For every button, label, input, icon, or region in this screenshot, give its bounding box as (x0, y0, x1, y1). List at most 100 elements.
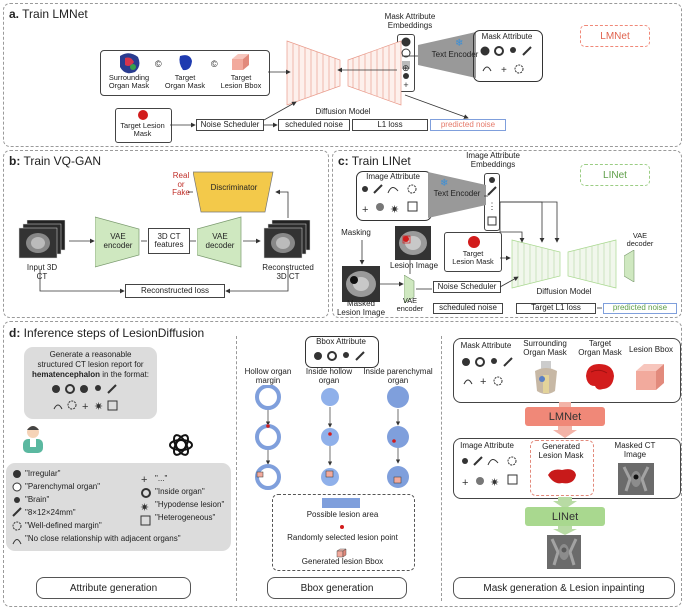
attr-adjacent: "No close relationship with adjacent org… (25, 534, 181, 543)
text-encoder-label: Text Encoder (431, 50, 479, 59)
mask-attribute-icons: + (480, 46, 532, 76)
surrounding-organ-mask-image (120, 53, 140, 74)
bbox-attribute-label: Bbox Attribute (316, 337, 366, 346)
mask-attribute-box (473, 30, 543, 82)
masked-ct-image (618, 463, 654, 495)
generated-mask-image (548, 469, 576, 484)
lesion-bbox-d-image (636, 364, 664, 390)
target-lesion-mask-image (138, 110, 148, 120)
masked-ct-label: Masked CT Image (614, 441, 656, 459)
plus-icon: ⊕ (402, 63, 410, 73)
svg-text:⋮: ⋮ (488, 201, 497, 211)
footer-bbox-generation: Bbox generation (267, 577, 407, 599)
target-organ-mask-image (179, 55, 192, 71)
lmnet-block: LMNet (525, 407, 605, 426)
attr-margin: "Well-defined margin" (25, 521, 102, 530)
lmnet-arrow-in (559, 402, 571, 408)
discriminator-shape (193, 171, 274, 213)
input-group-box (100, 50, 270, 96)
target-organ-mask-label: Target Organ Mask (164, 73, 206, 90)
snowflake-c-icon: ❄ (440, 178, 449, 189)
panel-b-arrows (39, 189, 289, 294)
mask-attribute-d-label: Mask Attribute (460, 341, 512, 350)
legend-point-dot (340, 525, 344, 529)
mask-attribute-d-icons: + (462, 357, 513, 388)
concat-icon-1: © (155, 59, 162, 69)
svg-text:+: + (480, 376, 486, 388)
generated-mask-label: Generated Lesion Mask (538, 442, 584, 460)
image-attribute-d-label: Image Attribute (460, 441, 514, 450)
target-lesion-bbox-image (232, 54, 249, 70)
image-attribute-icons: +✷ (362, 184, 418, 216)
reconstructed-loss-box: Reconstructed loss (125, 284, 225, 298)
scheduled-noise-c: scheduled noise (433, 303, 503, 314)
attr-inside-organ: "Inside organ" (155, 487, 205, 496)
image-attribute-d-icons: +✷ (462, 456, 518, 489)
attribute-output-bubble (6, 463, 231, 551)
target-organ-d-image (586, 364, 614, 390)
panel-c-arrows (359, 195, 602, 309)
scheduled-noise-a: scheduled noise (278, 119, 350, 131)
prompt-line-1: Generate a reasonable (49, 350, 132, 359)
svg-text:✷: ✷ (94, 401, 103, 413)
svg-text:+: + (141, 474, 147, 486)
bbox-attribute-icons (314, 351, 365, 361)
panel-d-divider-2 (441, 336, 442, 601)
attr-heterogeneous: "Heterogeneous" (155, 513, 216, 522)
ct-features-box: 3D CT features (148, 228, 190, 254)
lmnet-diffusion-label: Diffusion Model (315, 107, 371, 116)
target-organ-d-label: Target Organ Mask (578, 339, 622, 357)
surrounding-d-image (535, 361, 557, 394)
panel-d-divider-1 (236, 336, 237, 601)
bbox-generation-flow (255, 385, 409, 490)
input-ct-label: Input 3D CT (26, 263, 58, 281)
legend-bbox-icon (336, 548, 347, 558)
predicted-noise-a: predicted noise (430, 119, 506, 131)
target-lesion-mask-c-box (444, 232, 502, 272)
text-encoder-shape (418, 32, 476, 78)
legend-area-label: Possible lesion area (306, 510, 379, 519)
bbox-attribute-box (305, 336, 379, 368)
attr-brain: "Brain" (25, 495, 50, 504)
panel-train-lmnet (3, 3, 682, 147)
panel-a-arrows (170, 55, 469, 128)
image-attribute-label: Image Attribute (366, 172, 420, 181)
panel-a-title: a. Train LMNet (9, 7, 88, 21)
lesion-bbox-d-label: Lesion Bbox (628, 345, 674, 354)
panel-train-vqgan (3, 150, 329, 318)
inside-hollow-label: Inside hollow organ (305, 367, 353, 385)
text-encoder-c-shape (428, 172, 486, 218)
vae-encoder-c-shape (404, 275, 415, 303)
svg-text:+: + (82, 401, 88, 413)
lmnet-diffusion-model (286, 40, 402, 106)
linet-block: LINet (525, 507, 605, 526)
target-lesion-mask-box (115, 108, 172, 143)
masked-lesion-image-label: Masked Lesion Image (336, 299, 386, 317)
masking-label: Masking (341, 228, 371, 237)
linet-diffusion-label: Diffusion Model (536, 287, 592, 296)
attr-hypodense: "Hypodense lesion" (155, 500, 225, 509)
panel-d-title: d: Inference steps of LesionDiffusion (9, 326, 205, 340)
panel-b-title: b: Train VQ-GAN (9, 154, 102, 168)
svg-text:+: + (501, 65, 507, 76)
surrounding-d-label: Surrounding Organ Mask (523, 339, 567, 357)
panel-inference (3, 321, 682, 607)
prompt-line-3: hematencephalon in the format: (32, 370, 149, 379)
prompt-format-icons: +✷ (52, 384, 118, 413)
footer-mask-generation: Mask generation & Lesion inpainting (453, 577, 675, 599)
mask-attribute-label: Mask Attribute (481, 32, 533, 41)
real-or-fake-label: Real or Fake (172, 171, 190, 198)
attr-size: "8×12×24mm" (25, 508, 76, 517)
vae-decoder-c-label: VAE decoder (626, 231, 654, 248)
vae-decoder-shape (197, 216, 242, 268)
legend-area-swatch (322, 498, 360, 508)
vae-encoder-b-label: VAE encoder (103, 232, 133, 250)
vae-decoder-b-label: VAE decoder (205, 232, 235, 250)
panel-train-linet (332, 150, 682, 318)
input-ct-stack (18, 220, 66, 259)
doctor-avatar-icon (23, 426, 43, 453)
image-attr-embeddings-label: Image Attribute Embeddings (466, 151, 520, 169)
discriminator-label: Discriminator (210, 183, 258, 192)
linet-arrow-in (553, 497, 577, 509)
lesion-image (395, 226, 431, 260)
